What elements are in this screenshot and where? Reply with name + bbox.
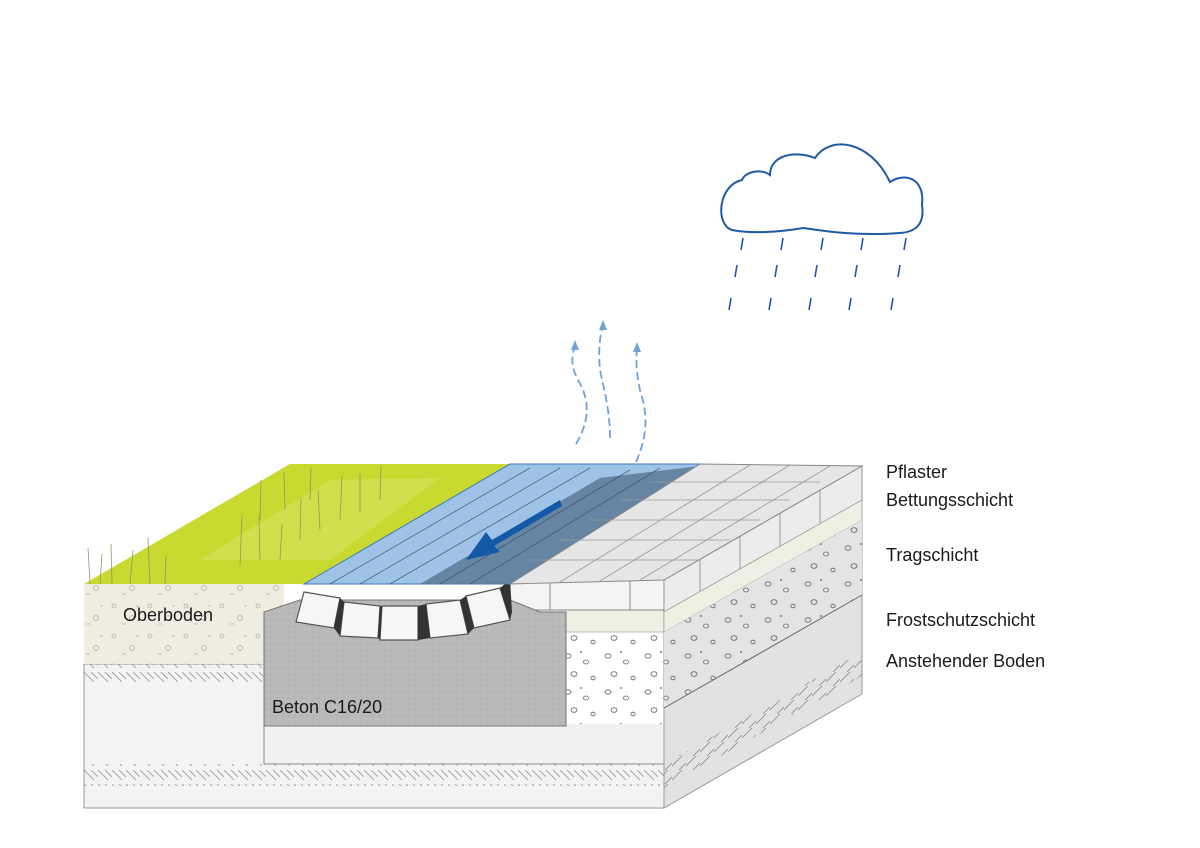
label-pflaster: Pflaster: [886, 462, 948, 482]
label-beton: Beton C16/20: [272, 697, 382, 717]
label-bettungsschicht: Bettungsschicht: [886, 490, 1014, 510]
rain-cloud-icon: [720, 143, 924, 311]
top-surface: [84, 463, 864, 585]
paving-surface: [508, 463, 864, 585]
label-tragschicht: Tragschicht: [886, 545, 979, 565]
label-oberboden: Oberboden: [123, 605, 213, 625]
label-anstehender-boden: Anstehender Boden: [886, 651, 1046, 671]
side-face: [663, 465, 863, 809]
evaporation-arrows-icon: [571, 325, 647, 463]
grass-stalks: [87, 465, 382, 585]
front-face: [83, 579, 665, 809]
paving-front: [509, 579, 665, 611]
label-frostschutzschicht: Frostschutzschicht: [886, 610, 1036, 630]
flow-direction-arrow-icon: [466, 500, 562, 560]
